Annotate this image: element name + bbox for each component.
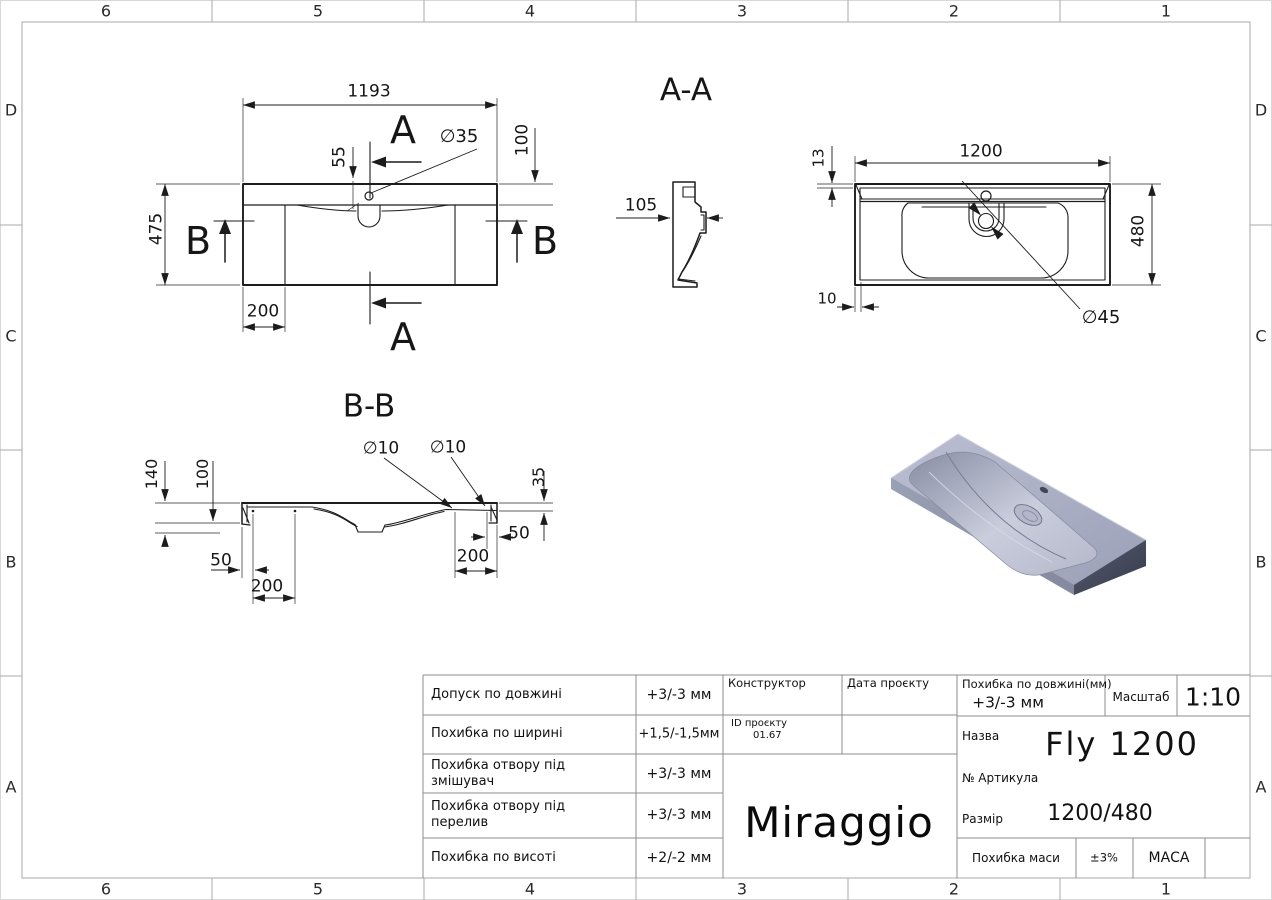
grid-col-label: 3: [736, 879, 748, 899]
tolerance-value: +2/-2 мм: [646, 850, 712, 866]
dim-bb-left-edge: 50: [210, 550, 232, 571]
title-block-grid: [422, 674, 1250, 878]
project-date-label: Дата проєкту: [847, 676, 930, 690]
dim-bb-back: 140: [142, 458, 161, 490]
dim-drain-dia: ∅45: [1081, 307, 1121, 328]
dim-front-depth: 100: [512, 123, 533, 157]
tolerance-label: Похибка по ширині: [431, 725, 563, 741]
grid-row-label: B: [1255, 552, 1267, 572]
section-label-b-left: B: [184, 219, 212, 263]
dim-front-height: 475: [146, 212, 167, 246]
section-aa-view: [616, 181, 723, 288]
dim-bb-right-pitch: 200: [456, 546, 490, 567]
tolerance-value: +3/-3 мм: [646, 687, 712, 703]
grid-col-label: 3: [736, 1, 748, 21]
iso-render: [890, 433, 1147, 595]
view-title-bb: B-B: [342, 388, 396, 425]
top-view: [817, 146, 1161, 312]
tolerance-label: Допуск по довжині: [431, 686, 562, 702]
article-label: № Артикула: [962, 771, 1039, 785]
dim-front-foot: 200: [246, 301, 280, 322]
grid-row-label: A: [5, 777, 17, 797]
grid-col-label: 4: [524, 879, 536, 899]
dim-bb-hole-right: ∅10: [429, 437, 467, 458]
section-a-marks: [369, 141, 422, 325]
constructor-label: Конструктор: [728, 676, 806, 690]
size-value: 1200/480: [1047, 801, 1153, 826]
section-bb-view: [155, 456, 553, 604]
name-value: Fly 1200: [1045, 725, 1199, 763]
grid-col-label: 2: [948, 879, 960, 899]
dim-bb-hole-left: ∅10: [362, 438, 400, 459]
mass-tolerance-value: ±3%: [1090, 850, 1118, 865]
grid-col-label: 1: [1160, 879, 1172, 899]
mass-label: МАСА: [1148, 850, 1190, 866]
tolerance-value: +3/-3 мм: [646, 766, 712, 782]
project-id-label: ID проєкту: [731, 718, 788, 729]
dim-bb-left-pitch: 200: [250, 576, 284, 597]
scale-value: 1:10: [1184, 682, 1242, 712]
section-label-b-right: B: [531, 219, 559, 263]
grid-row-label: C: [1255, 326, 1267, 346]
grid-row-label: A: [1255, 777, 1267, 797]
grid-col-label: 6: [100, 1, 112, 21]
scale-label: Масштаб: [1112, 690, 1170, 704]
dim-bb-right-edge: 50: [508, 523, 530, 544]
tolerance-label: Похибка отвору під змішувач: [431, 757, 566, 789]
view-title-aa: A-A: [659, 72, 713, 109]
grid-col-label: 5: [312, 1, 324, 21]
dim-top-height: 480: [1128, 214, 1149, 248]
grid-col-label: 1: [1160, 1, 1172, 21]
dim-top-rim: 13: [809, 148, 828, 168]
size-label: Размір: [962, 812, 1003, 826]
name-label: Назва: [962, 729, 1000, 743]
grid-row-label: D: [1254, 100, 1268, 120]
tolerance-value: +3/-3 мм: [646, 807, 712, 823]
dim-top-width: 1200: [959, 141, 1003, 162]
dim-top-side: 10: [817, 289, 837, 308]
grid-col-label: 4: [524, 1, 536, 21]
tolerance-label: Похибка по висоті: [431, 849, 556, 865]
section-label-a-top: A: [390, 108, 416, 152]
project-id-value: 01.67: [753, 730, 782, 741]
tolerance-label: Похибка отвору під перелив: [431, 798, 566, 830]
length-tolerance-label: Похибка по довжині(мм): [962, 677, 1112, 691]
section-b-marks: [213, 219, 528, 263]
dim-bb-front: 35: [529, 466, 548, 488]
front-view: [156, 98, 553, 332]
grid-col-label: 6: [100, 879, 112, 899]
length-tolerance-value: +3/-3 мм: [972, 693, 1044, 712]
dim-front-width: 1193: [347, 81, 391, 102]
grid-col-label: 5: [312, 879, 324, 899]
section-label-a-bottom: A: [390, 315, 416, 359]
dim-aa-depth: 105: [624, 195, 658, 216]
grid-row-label: D: [4, 100, 18, 120]
brand-logo: Miraggio: [744, 798, 934, 847]
grid-col-label: 2: [948, 1, 960, 21]
grid-row-label: C: [5, 326, 17, 346]
dim-bb-wall: 100: [193, 458, 212, 490]
tolerance-value: +1,5/-1,5мм: [638, 726, 720, 742]
grid-row-label: B: [5, 552, 17, 572]
mass-tolerance-label: Похибка маси: [972, 851, 1060, 865]
dim-faucet-offset: 55: [329, 146, 350, 168]
dim-faucet-dia: ∅35: [439, 126, 479, 147]
